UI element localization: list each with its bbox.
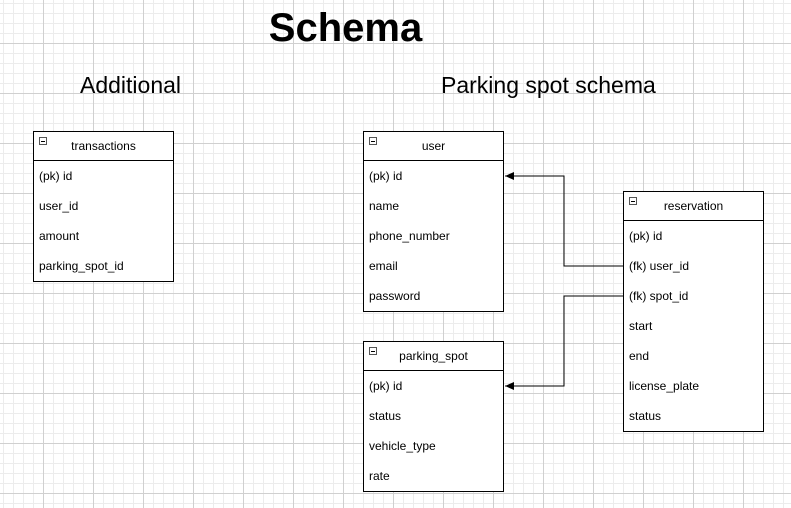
table-header: parking_spot [364,342,503,371]
table-name: transactions [71,139,136,153]
table-field[interactable]: status [369,409,402,423]
table-field[interactable]: name [369,199,400,213]
table-field[interactable]: (pk) id [369,379,403,393]
table-header: user [364,132,503,161]
table-field[interactable]: amount [39,229,80,243]
table-header: transactions [34,132,173,161]
table-field[interactable]: vehicle_type [369,439,436,453]
table-name: parking_spot [399,349,468,363]
table-name: user [421,139,446,153]
relation-reservation-user [505,172,623,267]
collapse-icon[interactable] [629,197,637,205]
diagram-title: Schema [268,6,423,50]
collapse-icon[interactable] [369,347,377,355]
section-title-additional: Additional [80,72,182,98]
table-field[interactable]: start [629,319,653,333]
table-field[interactable]: (fk) user_id [629,259,690,273]
table-field[interactable]: status [629,409,662,423]
collapse-icon[interactable] [39,137,47,145]
table-field[interactable]: phone_number [369,229,450,243]
table-header: reservation [624,192,763,221]
table-field[interactable]: (pk) id [369,169,403,183]
table-field[interactable]: (fk) spot_id [629,289,689,303]
table-parking-spot[interactable]: parking_spot (pk) id status vehicle_type… [363,341,504,492]
collapse-icon[interactable] [369,137,377,145]
table-reservation[interactable]: reservation (pk) id (fk) user_id (fk) sp… [623,191,764,432]
table-field[interactable]: (pk) id [629,229,663,243]
table-user[interactable]: user (pk) id name phone_number email pas… [363,131,504,312]
table-field[interactable]: password [369,289,421,303]
table-field[interactable]: (pk) id [39,169,73,183]
table-field[interactable]: email [369,259,398,273]
section-title-parking: Parking spot schema [441,72,656,98]
table-field[interactable]: user_id [39,199,79,213]
table-name: reservation [663,199,724,213]
relation-reservation-parking-spot [505,295,623,390]
table-field[interactable]: rate [369,469,390,483]
table-field[interactable]: parking_spot_id [39,259,124,273]
table-field[interactable]: end [629,349,650,363]
table-field[interactable]: license_plate [629,379,700,393]
table-transactions[interactable]: transactions (pk) id user_id amount park… [33,131,174,282]
